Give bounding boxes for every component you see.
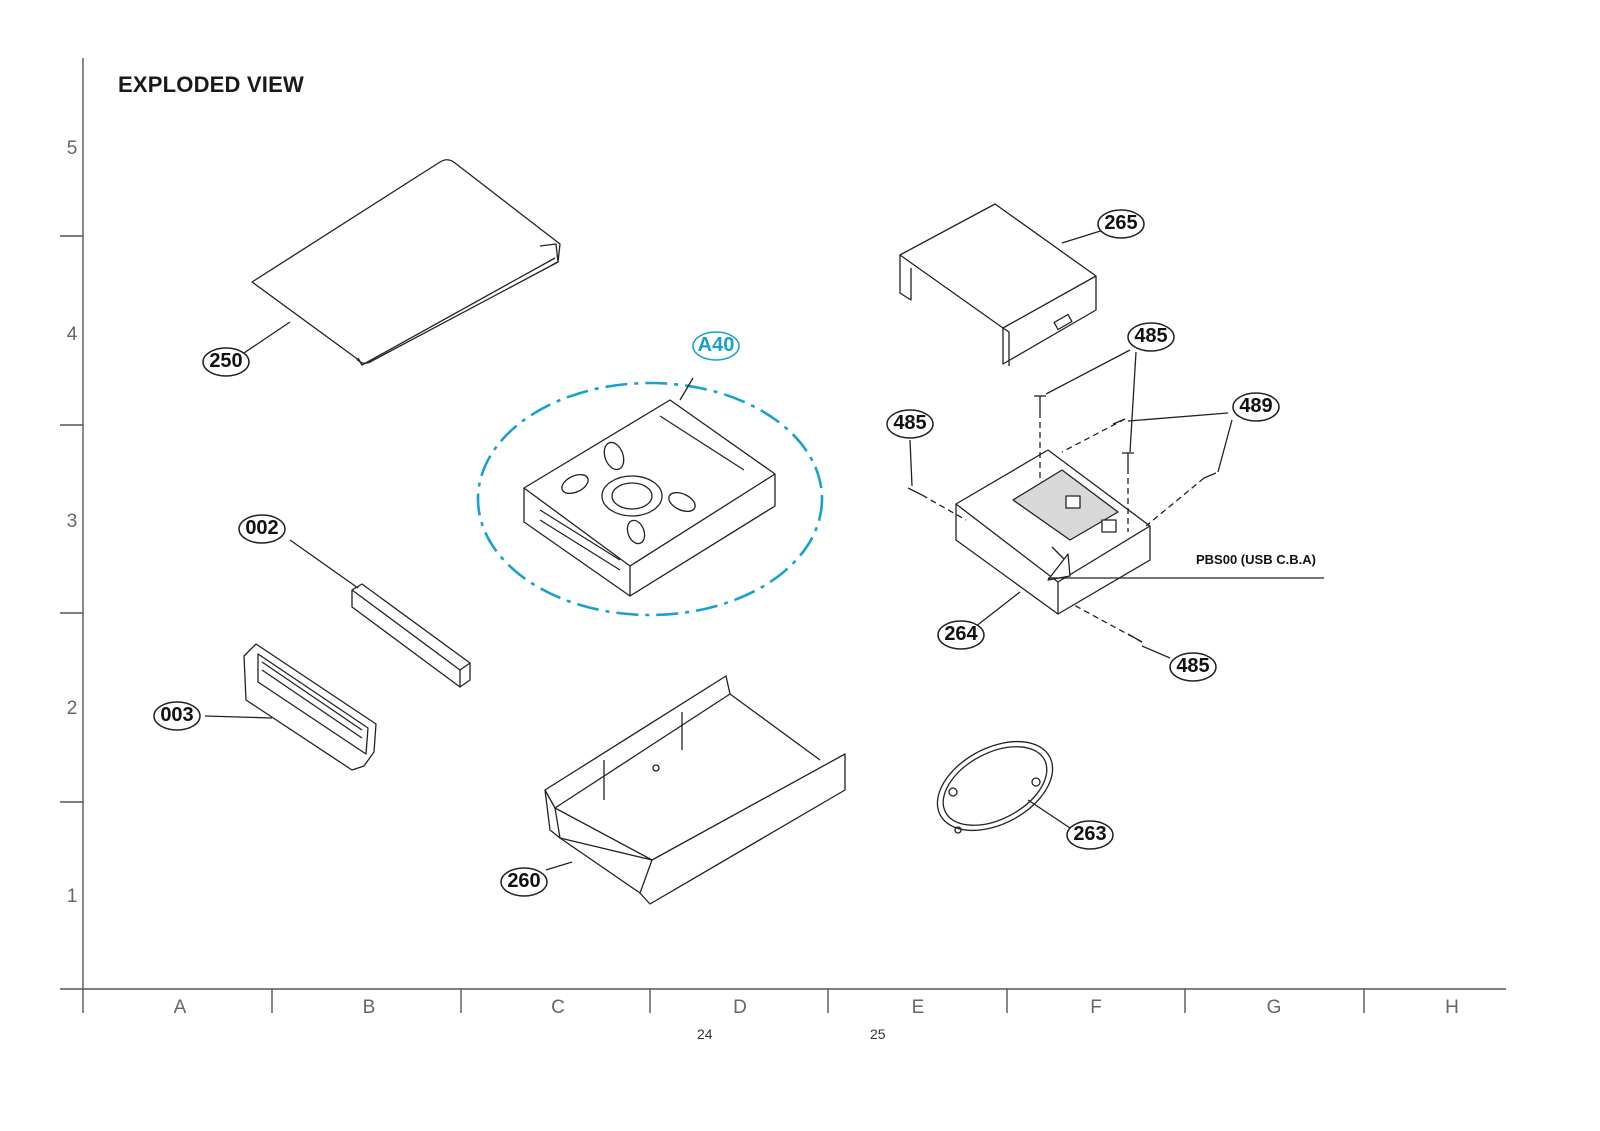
callout-002: 002 [245, 517, 279, 539]
column-label-g: G [1266, 997, 1282, 1018]
row-label-2: 2 [66, 698, 78, 719]
callout-260: 260 [507, 870, 541, 892]
callout-485-bottom: 485 [1176, 655, 1210, 677]
callout-a40: A40 [697, 334, 735, 356]
column-label-a: A [173, 997, 187, 1018]
bottom-chassis-part [544, 675, 846, 905]
row-label-5: 5 [66, 138, 78, 159]
callout-264: 264 [944, 623, 978, 645]
usb-bracket-part [955, 449, 1324, 628]
cover-plate-part [936, 740, 1071, 834]
page-number-right: 25 [870, 1026, 886, 1042]
callout-489: 489 [1239, 395, 1273, 417]
callout-263: 263 [1073, 823, 1107, 845]
screws [907, 349, 1233, 659]
callout-265: 265 [1104, 212, 1138, 234]
top-cover-part [237, 159, 561, 366]
callout-485-top: 485 [1134, 325, 1168, 347]
row-label-1: 1 [66, 886, 78, 907]
column-label-h: H [1445, 997, 1459, 1018]
callout-250: 250 [209, 350, 243, 372]
usb-board-label: PBS00 (USB C.B.A) [1196, 552, 1316, 567]
front-strip-part [289, 539, 471, 688]
page-number-left: 24 [697, 1026, 713, 1042]
drive-unit-part [476, 377, 824, 617]
column-label-e: E [911, 997, 925, 1018]
callout-485-left: 485 [893, 412, 927, 434]
column-label-d: D [733, 997, 747, 1018]
column-label-f: F [1090, 997, 1102, 1018]
column-label-b: B [362, 997, 376, 1018]
row-label-3: 3 [66, 511, 78, 532]
column-label-c: C [551, 997, 565, 1018]
page-title: EXPLODED VIEW [118, 72, 304, 97]
row-label-4: 4 [66, 324, 78, 345]
callout-003: 003 [160, 704, 194, 726]
callout-ovals [153, 209, 1280, 897]
shield-box-part [899, 203, 1111, 366]
front-panel-part [204, 643, 377, 771]
grid-frame [60, 58, 1506, 1013]
